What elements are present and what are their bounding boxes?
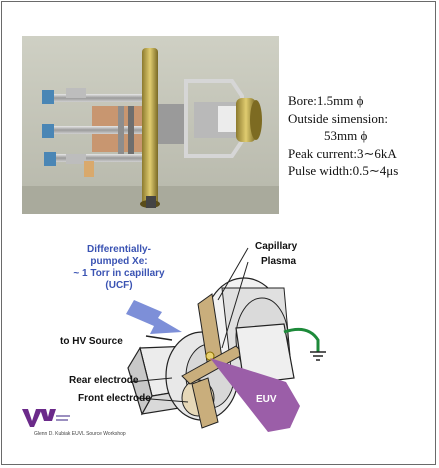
euv-label: EUV (256, 394, 277, 405)
gas-label-line2: pumped Xe: (90, 256, 148, 267)
gas-label-line4: (UCF) (105, 280, 133, 291)
front-electrode-label: Front electrode (78, 393, 151, 404)
hv-source-label: to HV Source (60, 336, 123, 347)
device-photo (22, 36, 279, 214)
front-insulator (191, 377, 219, 429)
spec-outside-value: 53mm ϕ (324, 128, 368, 143)
rear-electrode-label: Rear electrode (69, 375, 139, 386)
gas-label: Differentially- pumped Xe: ~ 1 Torr in c… (60, 244, 178, 292)
spec-bore: Bore:1.5mm ϕ (288, 93, 364, 108)
plasma-label: Plasma (261, 256, 297, 267)
hv-lead (145, 335, 173, 341)
main-flange (142, 48, 158, 206)
ground-wire (283, 327, 320, 352)
capillary-label: Capillary (255, 241, 298, 252)
gas-label-line3: ~ 1 Torr in capillary (73, 268, 165, 279)
spec-pulse-width: Pulse width:0.5∼4μs (288, 163, 399, 178)
spec-peak-current: Peak current:3∼6kA (288, 145, 397, 161)
gas-label-line1: Differentially- (87, 244, 151, 255)
spec-outside-label: Outside simension: (288, 110, 389, 126)
euv-beam (210, 358, 300, 432)
plasma-spot (205, 351, 215, 361)
workshop-logo (22, 409, 70, 427)
spec-list: Bore:1.5mm ϕ Outside simension: 53mm ϕ P… (288, 92, 438, 180)
credit-text: Glenn D. Kubiak EUVL Source Workshop (34, 431, 126, 437)
capillary-schematic (126, 247, 326, 432)
gas-inlet-arrow (126, 300, 182, 334)
